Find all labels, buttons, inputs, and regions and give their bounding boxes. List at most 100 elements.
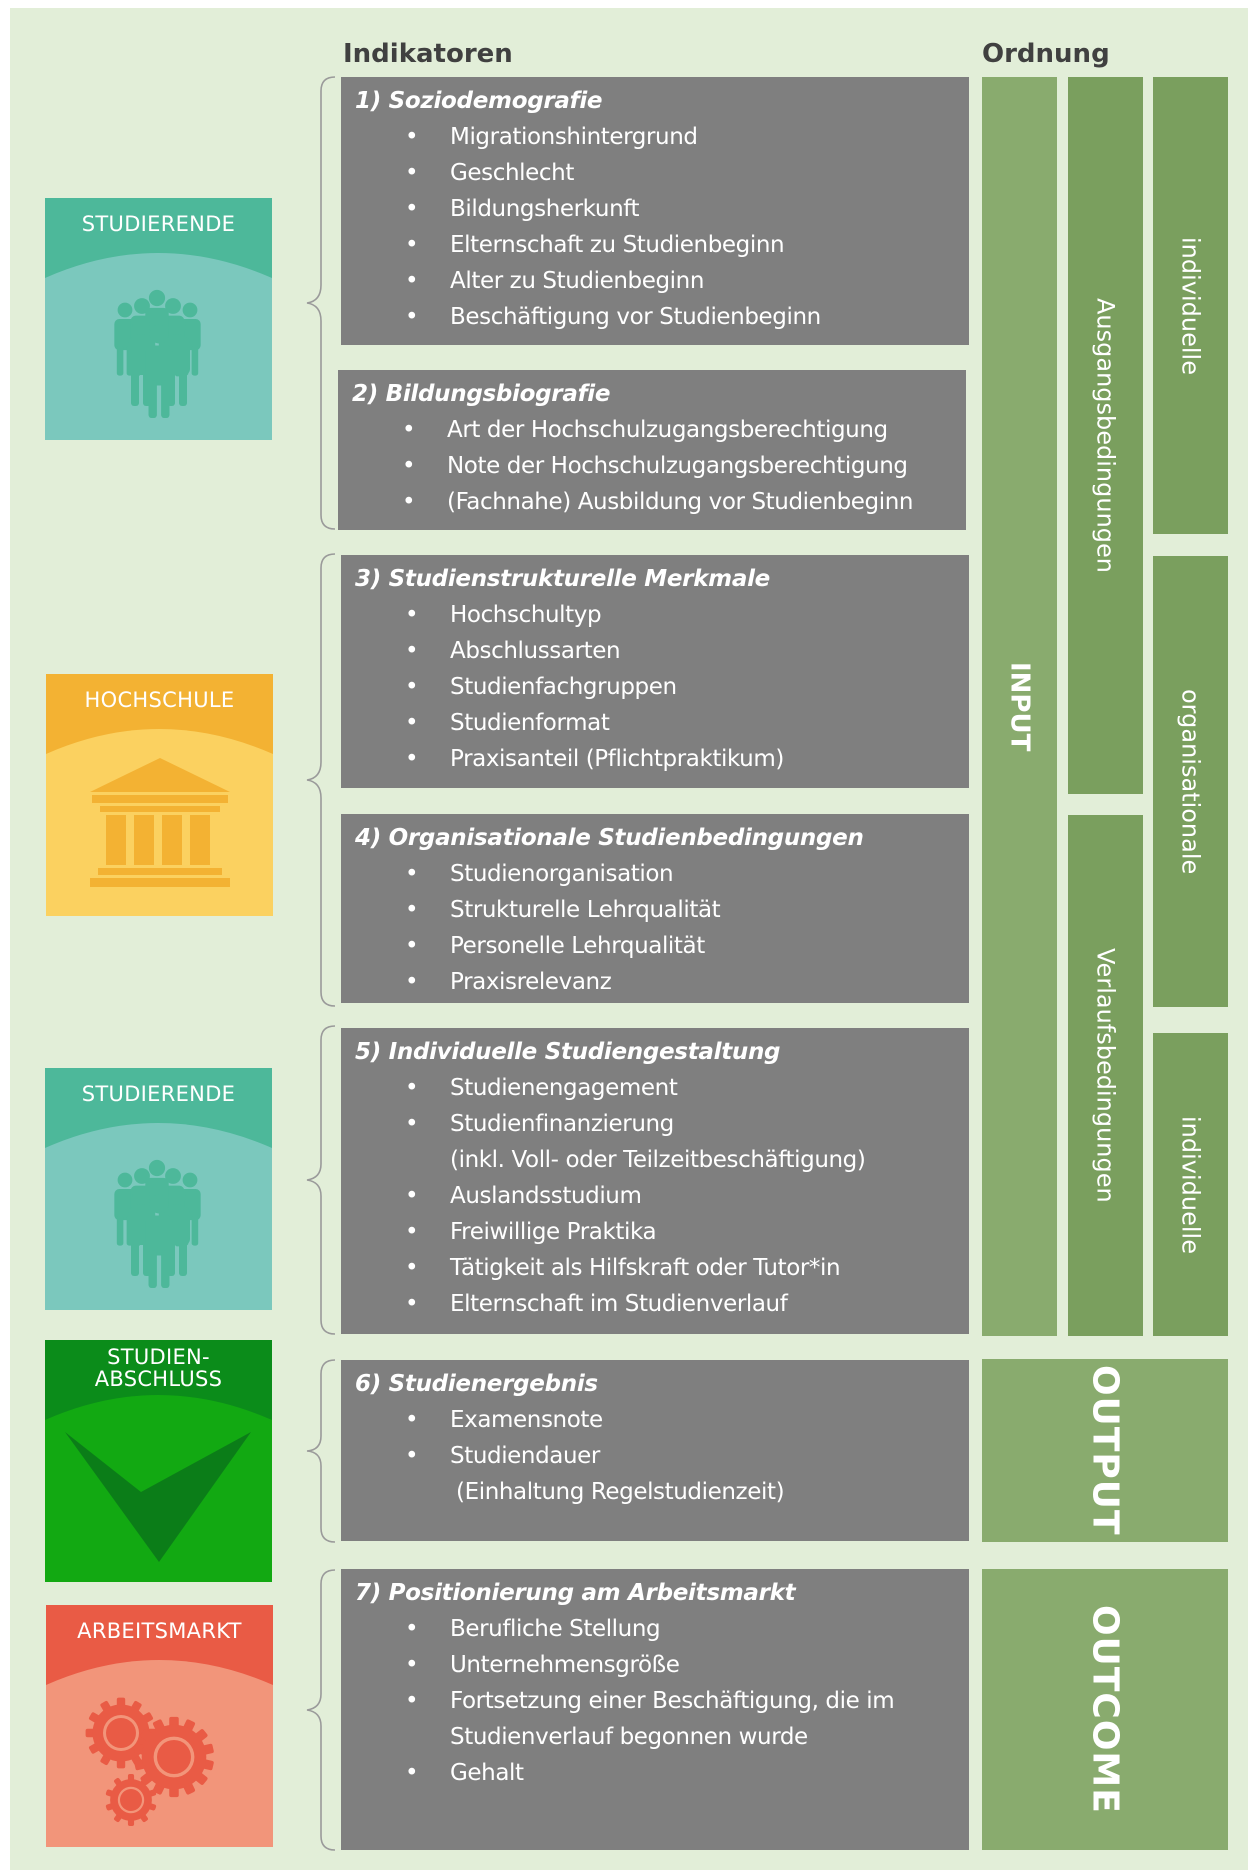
bullet-icon: • bbox=[405, 710, 419, 736]
indicator-item: • Migrationshintergrund bbox=[355, 119, 955, 155]
indicator-panel-2: 2) Bildungsbiografie • Art der Hochschulzu… bbox=[338, 370, 966, 530]
indicator-item: • Studienorganisation bbox=[355, 856, 955, 892]
bullet-icon: • bbox=[402, 417, 416, 443]
bullet-icon: • bbox=[405, 268, 419, 294]
indicator-item: •Studienformat bbox=[355, 705, 955, 741]
bullet-icon: • bbox=[405, 674, 419, 700]
indicator-panel-title: 1) Soziodemografie bbox=[355, 88, 603, 114]
bullet-icon: • bbox=[405, 160, 419, 186]
bullet-icon: • bbox=[405, 1255, 419, 1281]
bullet-icon: • bbox=[405, 1291, 419, 1317]
indicator-item: •Beschäftigung vor Studienbeginn bbox=[355, 299, 955, 335]
bullet-icon: • bbox=[405, 1443, 419, 1469]
indicator-panel-title: 5) Individuelle Studiengestaltung bbox=[355, 1039, 781, 1065]
indicator-item: •(Fachnahe) Ausbildung vor Studienbeginn bbox=[352, 484, 952, 520]
brace-group-2 bbox=[306, 553, 336, 1007]
indicator-panel-3: 3) Studienstrukturelle Merkmale • Hochschu… bbox=[341, 555, 969, 788]
gears-icon bbox=[85, 1697, 214, 1826]
order-verlaufsbedingungen: Verlaufsbedingungen bbox=[1068, 815, 1143, 1336]
indicator-item: •Gehalt bbox=[355, 1755, 955, 1791]
indicator-item: • Studienfinanzierung (inkl. Voll- oder Te… bbox=[355, 1106, 955, 1178]
indicator-item-continuation: (Einhaltung Regelstudienzeit) bbox=[456, 1479, 785, 1505]
order-organisationale-label: organisationale bbox=[1176, 688, 1205, 875]
indicator-panel-title: 2) Bildungsbiografie bbox=[352, 381, 611, 407]
bullet-icon: • bbox=[405, 1616, 419, 1642]
indicator-list: •Studienengagement • Studienfinanzierung (i… bbox=[355, 1070, 955, 1322]
order-header: Ordnung bbox=[982, 39, 1110, 69]
bullet-icon: • bbox=[405, 861, 419, 887]
category-tile-4: STUDIEN-ABSCHLUSS bbox=[45, 1340, 272, 1582]
bullet-icon: • bbox=[405, 1183, 419, 1209]
indicator-panel-title: 3) Studienstrukturelle Merkmale bbox=[355, 566, 770, 592]
checkmark-icon bbox=[65, 1432, 251, 1562]
indicator-item: • Studienfachgruppen bbox=[355, 669, 955, 705]
order-organisationale: organisationale bbox=[1153, 556, 1228, 1007]
indicator-item-text: Personelle Lehrqualität bbox=[450, 933, 705, 959]
indicator-panel-title: 4) Organisationale Studienbedingungen bbox=[355, 825, 864, 851]
indicator-item: •Fortsetzung einer Beschäftigung, die im… bbox=[355, 1683, 955, 1755]
indicator-item-text: Unternehmensgröße bbox=[450, 1652, 680, 1678]
category-label: STUDIERENDE bbox=[81, 1082, 236, 1106]
indicator-item-text: Examensnote bbox=[450, 1407, 603, 1433]
indicator-item: •Abschlussarten bbox=[355, 633, 955, 669]
category-label-line-2: ABSCHLUSS bbox=[94, 1367, 223, 1391]
university-building-icon bbox=[90, 758, 230, 887]
indicator-item: •Personelle Lehrqualität bbox=[355, 928, 955, 964]
indicator-item-text: Art der Hochschulzugangsberechtigung bbox=[447, 417, 888, 443]
indicator-panel-4: 4) Organisationale Studienbedingungen • St… bbox=[341, 814, 969, 1003]
order-individuelle-2: individuelle bbox=[1153, 1033, 1228, 1336]
indicators-header: Indikatoren bbox=[343, 39, 513, 69]
brace-group-1 bbox=[306, 76, 336, 530]
order-outcome: OUTCOME bbox=[982, 1569, 1228, 1850]
bullet-icon: • bbox=[405, 196, 419, 222]
indicator-item: • Elternschaft zu Studienbeginn bbox=[355, 227, 955, 263]
bullet-icon: • bbox=[405, 602, 419, 628]
indicator-item: • Elternschaft im Studienverlauf bbox=[355, 1286, 955, 1322]
indicator-panel-7: 7) Positionierung am Arbeitsmarkt•Berufl… bbox=[341, 1569, 969, 1850]
bullet-icon: • bbox=[405, 1219, 419, 1245]
order-input: INPUT bbox=[982, 77, 1057, 1336]
indicator-item-text: Note der Hochschulzugangsberechtigung bbox=[447, 453, 908, 479]
indicator-item: • Art der Hochschulzugangsberechtigung bbox=[352, 412, 952, 448]
students-group-icon bbox=[114, 1159, 201, 1288]
indicator-item-text: Studienfachgruppen bbox=[450, 674, 677, 700]
indicator-item-text: Migrationshintergrund bbox=[450, 124, 698, 150]
bullet-icon: • bbox=[405, 969, 419, 995]
indicator-item-text: Studienfinanzierung bbox=[450, 1111, 674, 1137]
bullet-icon: • bbox=[405, 304, 419, 330]
category-tile-1: STUDIERENDE bbox=[45, 198, 272, 440]
indicator-item: •Praxisanteil (Pflichtpraktikum) bbox=[355, 741, 955, 777]
order-individuelle-1: individuelle bbox=[1153, 77, 1228, 534]
bullet-icon: • bbox=[402, 453, 416, 479]
indicator-panel-5: 5) Individuelle Studiengestaltung•Studie… bbox=[341, 1028, 969, 1334]
order-ausgangsbedingungen: Ausgangsbedingungen bbox=[1068, 77, 1143, 794]
category-label: STUDIERENDE bbox=[81, 212, 236, 236]
indicator-item: •Praxisrelevanz bbox=[355, 964, 955, 1000]
indicator-panel-6: 6) Studienergebnis•Examensnote•Studienda… bbox=[341, 1360, 969, 1541]
indicator-item-continuation: Studienverlauf begonnen wurde bbox=[450, 1724, 808, 1750]
order-verlaufsbedingungen-label: Verlaufsbedingungen bbox=[1091, 948, 1120, 1203]
indicator-item-text: Studienorganisation bbox=[450, 861, 674, 887]
indicator-item: •Examensnote bbox=[355, 1402, 955, 1438]
order-output-label: OUTPUT bbox=[1084, 1365, 1126, 1536]
indicator-item-text: Abschlussarten bbox=[450, 638, 621, 664]
indicator-item: • Unternehmensgröße bbox=[355, 1647, 955, 1683]
indicator-item-text: Elternschaft im Studienverlauf bbox=[450, 1291, 788, 1317]
bullet-icon: • bbox=[405, 1111, 419, 1137]
indicator-item-text: Gehalt bbox=[450, 1760, 524, 1786]
indicator-item: • Auslandsstudium bbox=[355, 1178, 955, 1214]
indicator-item: •Studienengagement bbox=[355, 1070, 955, 1106]
indicator-item-text: Hochschultyp bbox=[450, 602, 602, 628]
category-label: ARBEITSMARKT bbox=[77, 1619, 242, 1643]
bullet-icon: • bbox=[405, 1652, 419, 1678]
indicator-item-text: Elternschaft zu Studienbeginn bbox=[450, 232, 785, 258]
indicator-item: •Alter zu Studienbeginn bbox=[355, 263, 955, 299]
category-label-line-1: STUDIEN- bbox=[107, 1345, 210, 1369]
order-input-label: INPUT bbox=[1004, 661, 1035, 752]
indicator-item-continuation: (inkl. Voll- oder Teilzeitbeschäftigung) bbox=[450, 1147, 866, 1173]
indicator-item-text: Auslandsstudium bbox=[450, 1183, 642, 1209]
indicator-panel-title: 6) Studienergebnis bbox=[355, 1371, 598, 1397]
bullet-icon: • bbox=[405, 124, 419, 150]
bullet-icon: • bbox=[405, 232, 419, 258]
indicator-list: • Art der Hochschulzugangsberechtigung • No… bbox=[352, 412, 952, 520]
